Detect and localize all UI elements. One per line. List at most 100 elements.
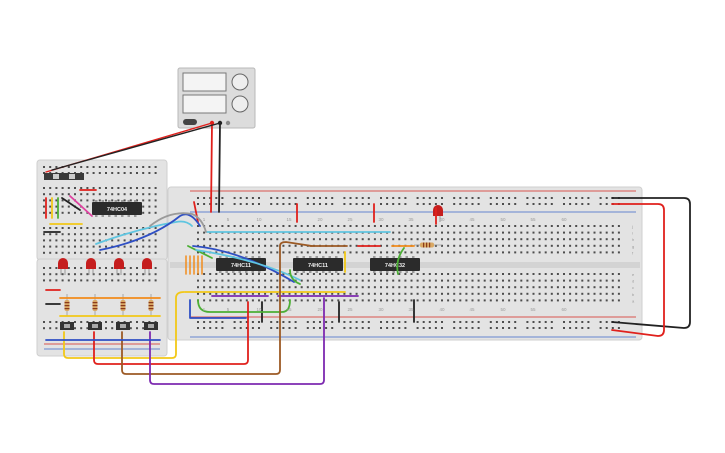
wire-blue-loop[interactable] bbox=[189, 299, 247, 319]
breadboard-hole bbox=[471, 286, 474, 289]
wire-gray-cross[interactable] bbox=[149, 212, 207, 233]
ic-chip-pin bbox=[121, 200, 124, 202]
wire-blue-cross[interactable] bbox=[99, 213, 201, 251]
breadboard-hole bbox=[282, 273, 285, 275]
wire-small-pink[interactable] bbox=[69, 195, 93, 217]
wire-green-2[interactable] bbox=[289, 269, 301, 285]
wire-cyan-cross[interactable] bbox=[95, 220, 193, 245]
wire-rail-loop-red[interactable] bbox=[611, 203, 665, 337]
breadboard-hole bbox=[605, 327, 608, 329]
push-button[interactable] bbox=[144, 322, 158, 330]
wire-ps-black[interactable] bbox=[218, 122, 221, 213]
push-button-cap[interactable] bbox=[148, 324, 154, 328]
current-knob[interactable] bbox=[231, 95, 249, 113]
slide-switch-body[interactable] bbox=[44, 173, 84, 180]
breadboard-hole bbox=[306, 273, 309, 275]
ic-chip-body bbox=[370, 258, 420, 271]
breadboard-hole bbox=[312, 327, 315, 329]
breadboard-hole bbox=[422, 299, 425, 302]
wire-rail-loop-black[interactable] bbox=[611, 197, 691, 329]
breadboard-hole bbox=[142, 172, 145, 174]
wire-green-loop[interactable] bbox=[197, 299, 291, 313]
breadboard-hole bbox=[61, 279, 64, 282]
breadboard-hole bbox=[538, 273, 541, 275]
breadboard-hole bbox=[355, 244, 358, 247]
wire-jumper-red[interactable] bbox=[193, 201, 199, 223]
breadboard-hole bbox=[587, 279, 590, 282]
breadboard-hole bbox=[197, 251, 199, 254]
breadboard-hole bbox=[74, 245, 76, 248]
wire-blue-1[interactable] bbox=[192, 245, 295, 283]
breadboard-hole bbox=[495, 286, 498, 289]
breadboard-hole bbox=[495, 197, 498, 199]
ic-chip-pin bbox=[114, 215, 117, 217]
breadboard-hole bbox=[587, 286, 590, 289]
breadboard-hole bbox=[398, 238, 401, 241]
breadboard-hole bbox=[367, 197, 370, 199]
breadboard-hole bbox=[447, 231, 450, 234]
push-button[interactable] bbox=[88, 322, 102, 330]
breadboard-hole bbox=[502, 292, 504, 295]
breadboard-hole bbox=[538, 251, 541, 254]
breadboard-hole bbox=[563, 327, 565, 329]
breadboard-hole bbox=[441, 279, 443, 282]
ic-chip-pin bbox=[322, 256, 325, 258]
push-button-cap[interactable] bbox=[92, 324, 98, 328]
push-button[interactable] bbox=[60, 322, 74, 330]
breadboard-hole bbox=[489, 279, 492, 282]
breadboard-hole bbox=[233, 299, 236, 302]
breadboard-hole bbox=[80, 187, 83, 189]
wire-yellow-return[interactable] bbox=[63, 291, 185, 359]
breadboard-hole bbox=[67, 205, 70, 208]
breadboard-hole bbox=[489, 238, 492, 241]
slide-switch-lever[interactable] bbox=[69, 174, 75, 179]
voltage-knob[interactable] bbox=[231, 73, 249, 91]
breadboard-hole bbox=[319, 279, 321, 282]
wire-ps-red[interactable] bbox=[210, 122, 213, 213]
breadboard-hole bbox=[502, 327, 504, 329]
breadboard-hole bbox=[544, 321, 547, 323]
breadboard-hole bbox=[123, 199, 126, 202]
breadboard-hole bbox=[367, 292, 370, 295]
breadboard-hole bbox=[416, 251, 419, 254]
breadboard-hole bbox=[343, 279, 346, 282]
breadboard-hole bbox=[197, 327, 199, 329]
breadboard-hole bbox=[441, 321, 443, 323]
breadboard-hole bbox=[483, 292, 486, 295]
breadboard-hole bbox=[569, 238, 572, 241]
breadboard-hole bbox=[117, 172, 120, 174]
breadboard-hole bbox=[398, 231, 401, 234]
power-switch[interactable] bbox=[183, 119, 197, 125]
breadboard-hole bbox=[319, 299, 321, 302]
breadboard-hole bbox=[142, 211, 145, 214]
breadboard-hole bbox=[74, 187, 76, 189]
breadboard-hole bbox=[319, 292, 321, 295]
slide-switch[interactable] bbox=[44, 173, 84, 180]
breadboard-hole bbox=[239, 327, 242, 329]
breadboard-hole bbox=[67, 251, 70, 254]
wire-green-1[interactable] bbox=[187, 245, 213, 259]
wire-brown-return[interactable] bbox=[121, 241, 313, 375]
breadboard-hole bbox=[380, 286, 382, 289]
breadboard-hole bbox=[520, 231, 523, 234]
breadboard-hole bbox=[410, 299, 413, 302]
breadboard-hole bbox=[251, 238, 254, 241]
ground-terminal[interactable] bbox=[225, 120, 231, 126]
slide-switch-lever[interactable] bbox=[53, 174, 59, 179]
push-button-cap[interactable] bbox=[64, 324, 70, 328]
breadboard-hole bbox=[526, 231, 529, 234]
breadboard-hole bbox=[80, 166, 83, 168]
wire-ps-black-left[interactable] bbox=[51, 122, 221, 171]
wire-green-3[interactable] bbox=[396, 247, 405, 275]
push-button[interactable] bbox=[116, 322, 130, 330]
breadboard-hole bbox=[251, 244, 254, 247]
breadboard-hole bbox=[221, 203, 224, 205]
breadboard-hole bbox=[361, 273, 364, 275]
breadboard-hole bbox=[136, 172, 138, 174]
wire-small-black[interactable] bbox=[61, 197, 81, 211]
push-button-cap[interactable] bbox=[120, 324, 126, 328]
breadboard-hole bbox=[129, 239, 132, 242]
breadboard-hole bbox=[544, 279, 547, 282]
wire-red-return[interactable] bbox=[93, 301, 249, 365]
wire-purple-return[interactable] bbox=[149, 297, 325, 385]
